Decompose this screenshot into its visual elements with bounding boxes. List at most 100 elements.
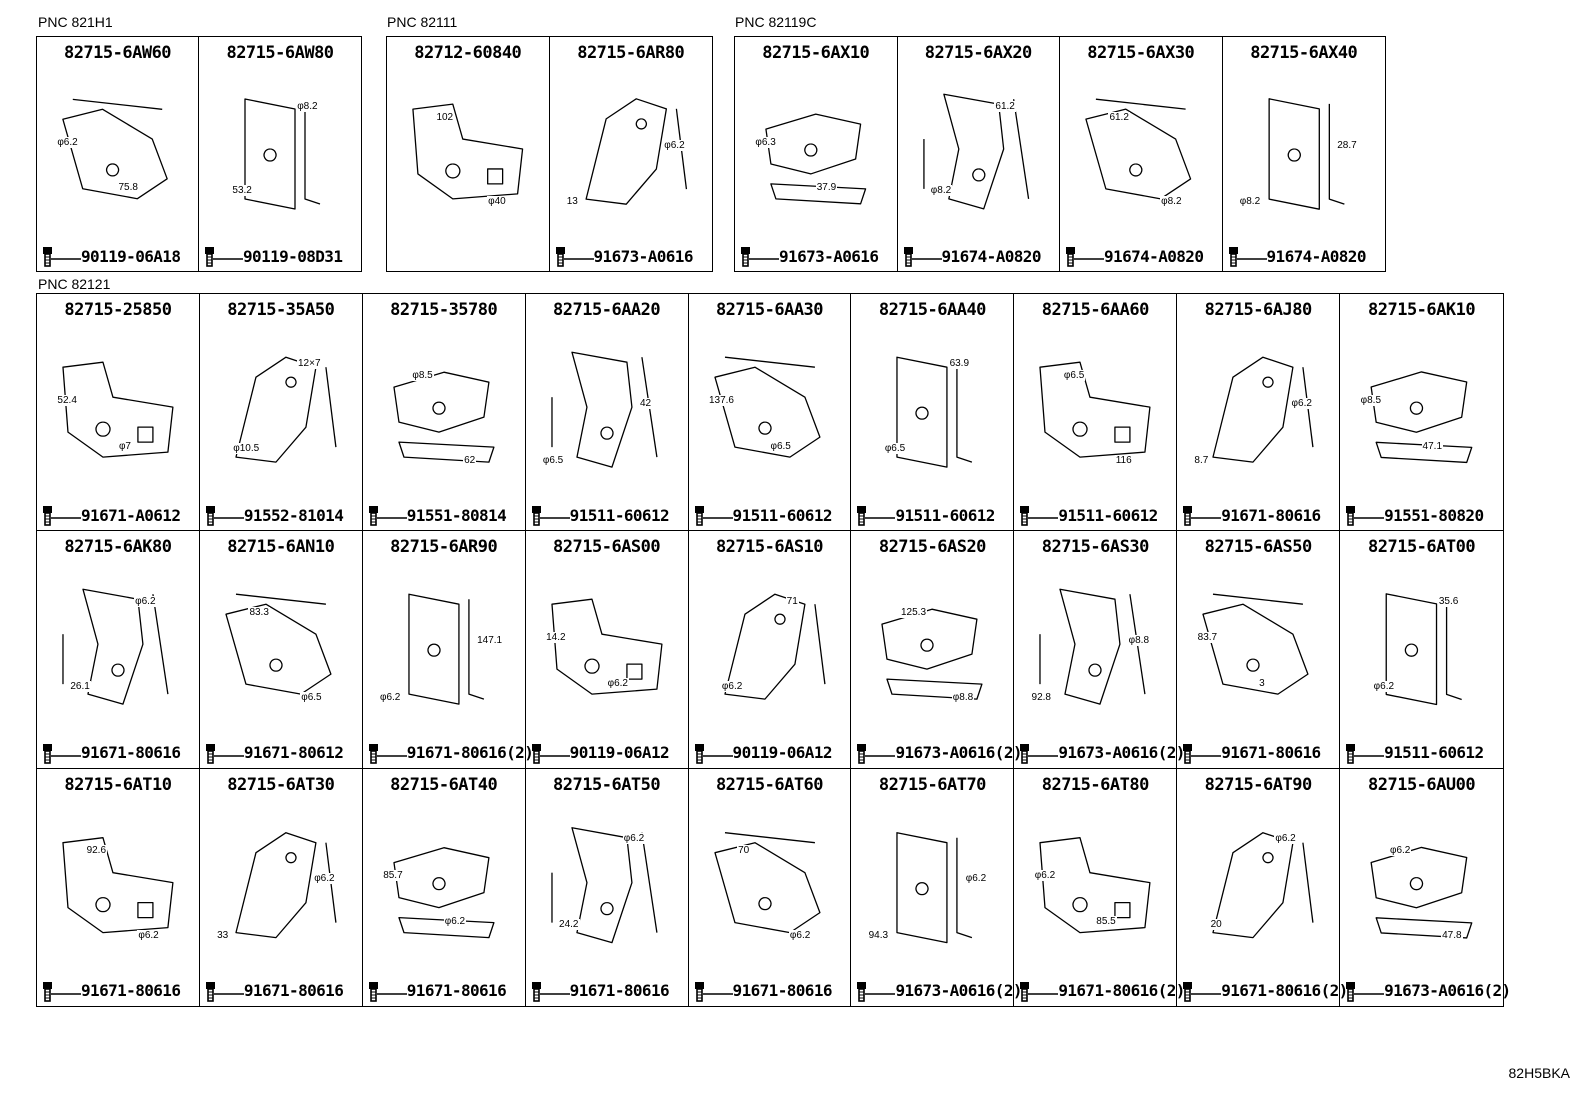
- bolt-callout: 90119-06A18: [41, 245, 181, 267]
- bracket-drawing: [1039, 361, 1151, 458]
- dimension-label: 92.6: [85, 844, 108, 856]
- part-number: 82715-6AT90: [1204, 774, 1313, 795]
- bolt-part-number: 91674-A0820: [1104, 246, 1204, 266]
- dimension-label: φ6.2: [1388, 844, 1412, 856]
- part-number: 82715-6AS50: [1204, 537, 1313, 558]
- bolt-callout: 91673-A0616(2): [855, 980, 1023, 1002]
- part-number: 82715-6AK10: [1368, 300, 1476, 320]
- part-number: 82715-6AS10: [715, 537, 824, 558]
- bolt-icon: [1020, 506, 1059, 527]
- bracket-drawing: [550, 351, 658, 468]
- dimension-label: 42: [638, 397, 653, 409]
- part-number: 82715-6AK80: [64, 537, 172, 558]
- dimension-label: φ6.3: [754, 137, 777, 149]
- bracket-drawing: [1212, 356, 1314, 463]
- part-figure: [206, 799, 356, 976]
- bolt-icon: [531, 981, 570, 1002]
- part-figure: [904, 67, 1054, 241]
- part-figure: [43, 561, 193, 737]
- bolt-icon: [531, 743, 570, 764]
- bolt-part-number: 90119-06A12: [732, 743, 833, 763]
- dimension-label: φ6.2: [606, 677, 629, 689]
- bolt-part-number: 90119-06A18: [81, 246, 181, 266]
- bracket-drawing: [1212, 831, 1314, 938]
- bracket-drawing: [1370, 846, 1473, 939]
- dimension-label: 24.2: [558, 918, 580, 930]
- bolt-part-number: 90119-06A12: [569, 743, 670, 763]
- part-number: 82715-6AT50: [553, 774, 661, 795]
- dimension-label: 63.9: [948, 358, 971, 370]
- part-number: 82715-6AR80: [577, 43, 685, 63]
- dimension-label: 85.5: [1095, 915, 1117, 927]
- dimension-label: 137.6: [707, 395, 735, 407]
- part-number: 82715-6AA40: [878, 300, 987, 320]
- bolt-part-number: 91673-A0616(2): [1384, 981, 1511, 1001]
- bolt-part-number: 91674-A0820: [1266, 246, 1367, 266]
- bolt-icon: [43, 981, 81, 1002]
- bolt-callout: 91673-A0616(2): [855, 742, 1023, 764]
- bracket-drawing: [1385, 593, 1462, 706]
- bolt-part-number: 91673-A0616(2): [1058, 743, 1185, 763]
- part-figure: [369, 561, 519, 737]
- dimension-label: 147.1: [476, 635, 504, 647]
- bolt-part-number: 91673-A0616(2): [895, 981, 1022, 1001]
- dimension-label: 12×7: [297, 358, 322, 370]
- bracket-drawing: [62, 836, 174, 933]
- bracket-drawing: [550, 598, 663, 696]
- part-figure: [369, 324, 519, 500]
- bolt-callout: 91673-A0616(2): [1018, 742, 1185, 764]
- bolt-callout: 91671-80616: [41, 742, 181, 764]
- part-figure: [857, 561, 1007, 737]
- bracket-drawing: [1267, 98, 1345, 210]
- part-number: 82715-6AT60: [715, 774, 824, 795]
- bracket-drawing: [393, 371, 495, 463]
- part-number: 82715-6AS00: [553, 537, 661, 558]
- bolt-callout: 91671-80616(2): [1018, 980, 1185, 1002]
- dimension-label: φ6.2: [663, 139, 686, 151]
- dimension-label: 71: [785, 595, 799, 607]
- dimension-label: φ6.2: [1290, 397, 1313, 409]
- part-figure: [532, 799, 682, 976]
- part-number: 82715-6AS30: [1041, 537, 1150, 558]
- bracket-drawing: [235, 356, 337, 463]
- bracket-drawing: [393, 846, 495, 938]
- bracket-drawing: [1085, 98, 1192, 200]
